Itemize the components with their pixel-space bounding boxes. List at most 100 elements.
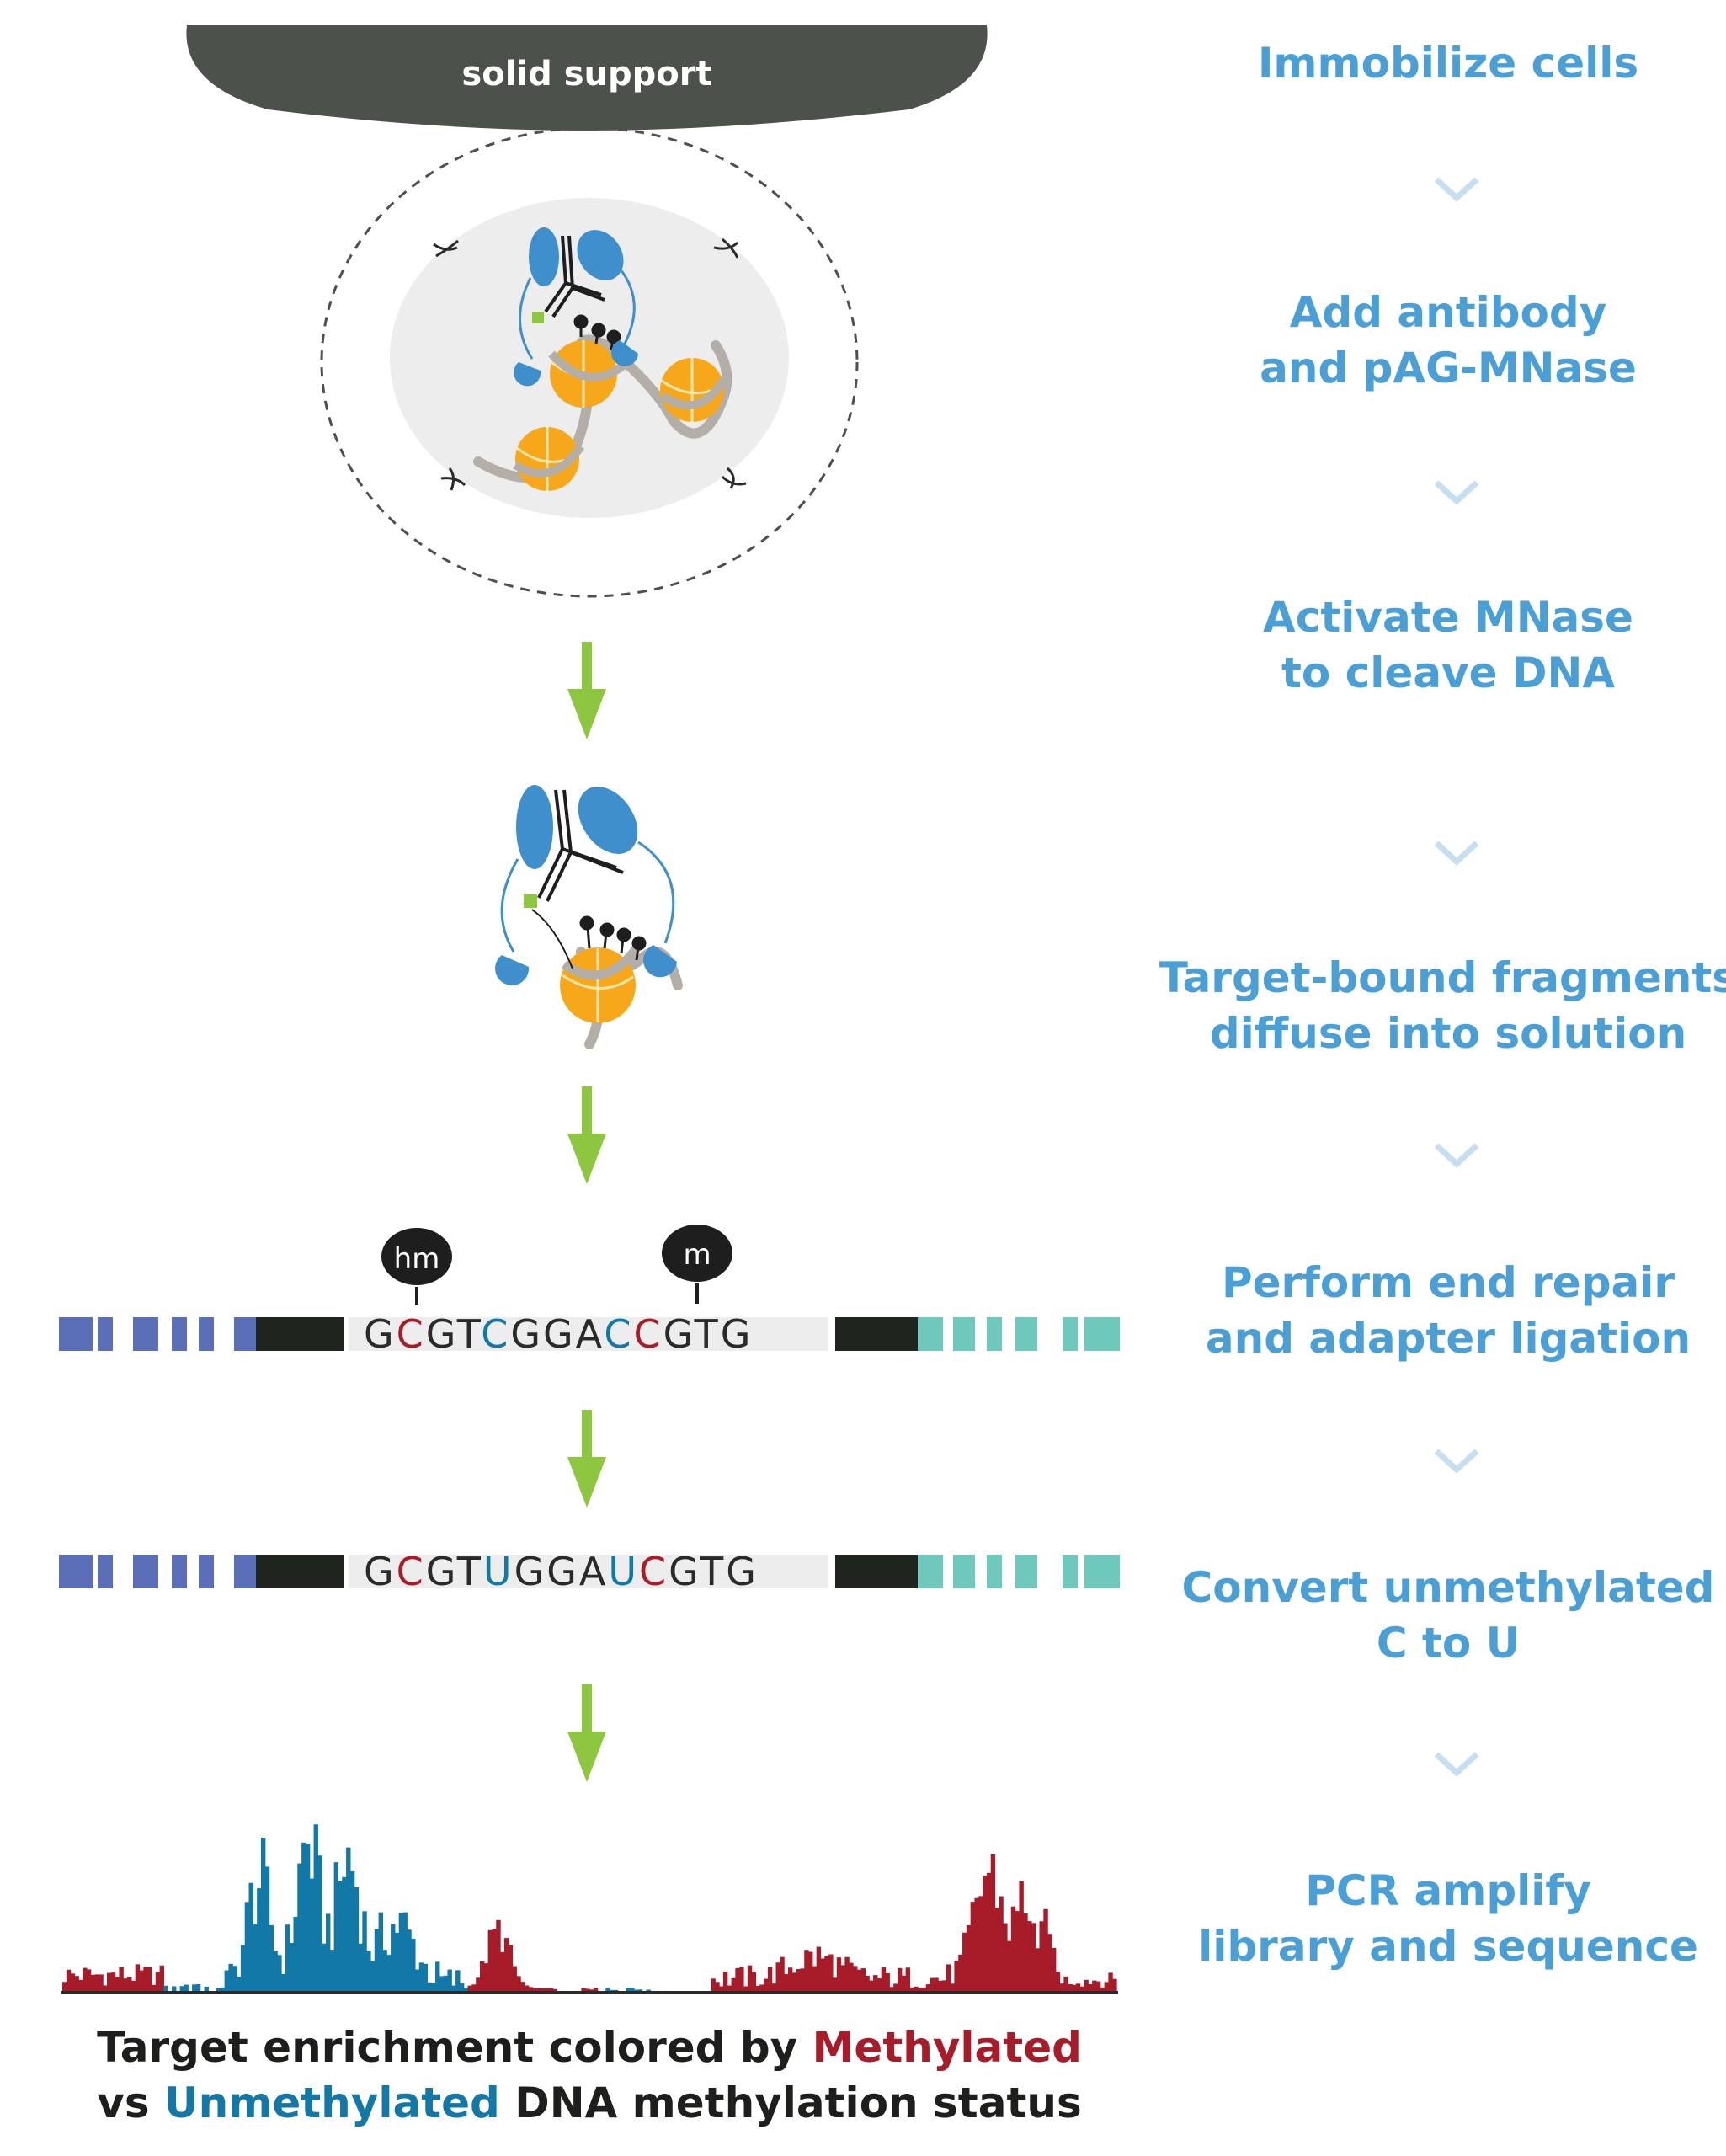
methylated-bar [115, 1977, 120, 1993]
methylated-bar [532, 1988, 537, 1993]
chevron-down-icon [1434, 1449, 1479, 1474]
methylated-bar [1003, 1923, 1008, 1993]
unmethylated-bar [346, 1847, 351, 1993]
nucleotide-12: G [721, 1311, 754, 1357]
nucleotide-5: G [510, 1311, 543, 1357]
methylated-bar [946, 1964, 951, 1993]
methylated-bar [1051, 1947, 1057, 1993]
library-fragment-ligated: GCGTCGGACCGTG [59, 1311, 1120, 1357]
methylated-bar [921, 1988, 927, 1993]
unmethylated-bar [257, 1888, 262, 1993]
unmethylated-bar [431, 1983, 436, 1993]
unmethylated-bar [204, 1986, 209, 1993]
nucleotide-11: T [699, 1549, 726, 1594]
methylated-bar [552, 1988, 558, 1993]
unmethylated-bar [269, 1924, 274, 1993]
methylated-bar [990, 1854, 996, 1993]
solid-support [186, 25, 988, 131]
unmethylated-bar [281, 1973, 286, 1993]
svg-text:m: m [683, 1238, 711, 1272]
methylated-bar [70, 1973, 76, 1993]
methylated-bar [62, 1982, 67, 1993]
methylated-bar [755, 1985, 760, 1993]
methylated-bar [901, 1975, 907, 1993]
unmethylated-bar [195, 1983, 201, 1993]
methylated-bar [970, 1902, 976, 1993]
unmethylated-bar [394, 1932, 400, 1993]
methylated-bar [731, 1977, 736, 1993]
unmethylated-bar [253, 1924, 258, 1993]
nucleotide-6: G [543, 1311, 576, 1357]
released-fragment [495, 785, 683, 1049]
unmethylated-bar [244, 1902, 250, 1993]
methylated-bar [1031, 1923, 1036, 1993]
antibody [544, 235, 605, 318]
methylated-bar [893, 1983, 898, 1993]
methylated-bar [1039, 1921, 1044, 1993]
unmethylated-bar [333, 1862, 339, 1993]
methylated-bar [856, 1969, 862, 1993]
unmethylated-bar [163, 1985, 168, 1993]
methylated-bar [119, 1967, 124, 1993]
unmethylated-bar [435, 1961, 440, 1993]
methylated-bar [808, 1951, 813, 1993]
nucleotide-2: G [426, 1311, 457, 1357]
methylated-bar [74, 1976, 79, 1993]
unmethylated-bar [362, 1911, 367, 1993]
legend-unmethylated: Unmethylated [164, 2079, 500, 2127]
methylated-bar [1112, 1978, 1117, 1993]
methylated-bar [950, 1983, 955, 1993]
methylated-bar [983, 1876, 988, 1993]
methylated-bar [139, 1970, 144, 1993]
nucleotide-2: G [426, 1549, 457, 1594]
methylated-bar [476, 1977, 481, 1993]
immobilized-cell [320, 126, 859, 598]
methylated-bar [1047, 1934, 1052, 1993]
methylated-bar [135, 1964, 141, 1993]
unmethylated-bar [228, 1963, 233, 1993]
methylated-bar [909, 1987, 914, 1993]
solid-support-label: solid support [461, 55, 711, 93]
methylated-bar [844, 1956, 850, 1993]
chevron-down-icon [1434, 177, 1479, 202]
methylated-bar [873, 1975, 878, 1993]
methylated-bar [804, 1950, 809, 1993]
unmethylated-bar [418, 1962, 424, 1993]
methylated-bar [800, 1968, 805, 1993]
step-chevrons [1434, 177, 1479, 1777]
epitope-tag [532, 312, 544, 323]
unmethylated-bar [248, 1882, 253, 1993]
methylated-bar [548, 1988, 554, 1993]
methylated-bar [832, 1977, 838, 1993]
methylated-bar [739, 1967, 744, 1993]
methylated-bar [1072, 1984, 1077, 1993]
methylated-bar [1068, 1983, 1073, 1993]
unmethylated-bar [293, 1916, 298, 1993]
chart-caption: Target enrichment colored by Methylated … [97, 2023, 1082, 2127]
unmethylated-bar [329, 1950, 335, 1993]
methylated-bar [131, 1980, 136, 1993]
unmethylated-bar [391, 1924, 396, 1993]
methylated-bar [828, 1954, 834, 1993]
unmethylated-bar [439, 1976, 445, 1993]
methylated-bar [934, 1977, 939, 1993]
unmethylated-bar [322, 1943, 327, 1993]
unmethylated-bar [260, 1838, 266, 1993]
unmethylated-bar [172, 1986, 177, 1993]
unmethylated-bar [463, 1988, 469, 1993]
methylated-bar [897, 1967, 903, 1993]
methylated-bar [512, 1966, 517, 1993]
methylated-bar [143, 1967, 148, 1993]
methylated-bar [974, 1897, 979, 1993]
methylated-bar [764, 1978, 769, 1993]
unmethylated-bar [317, 1855, 322, 1993]
nucleotide-8: C [604, 1311, 633, 1357]
methylated-bar [90, 1974, 96, 1993]
methylated-bar [528, 1987, 534, 1993]
methylated-bar [83, 1967, 88, 1993]
methylated-bar [735, 1967, 740, 1993]
methylated-bar [1019, 1881, 1024, 1993]
unmethylated-bar [297, 1863, 302, 1993]
methylated-bar [1010, 1906, 1016, 1993]
